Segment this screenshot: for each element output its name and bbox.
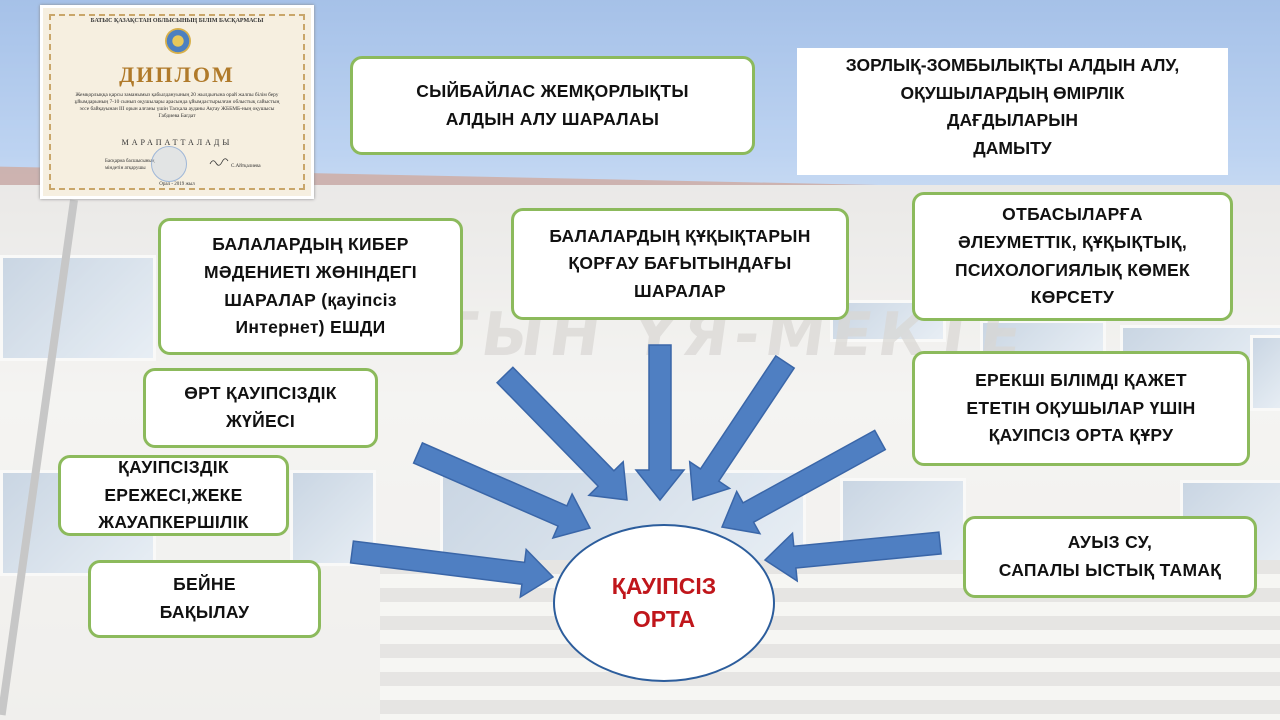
center-safe-environment: ҚАУІПСІЗ ОРТА: [553, 524, 775, 682]
diploma-seal-icon: [151, 146, 187, 182]
diploma-border: [49, 14, 305, 190]
box-video-surveillance: БЕЙНЕ БАҚЫЛАУ: [88, 560, 321, 638]
diploma-honor: МАРАПАТТАЛАДЫ: [121, 138, 233, 147]
box-children-rights: БАЛАЛАРДЫҢ ҚҰҚЫҚТАРЫН ҚОРҒАУ БАҒЫТЫНДАҒЫ…: [511, 208, 849, 320]
diploma-signature-icon: [209, 158, 229, 166]
diploma-signer-right: С.Айтқалиева: [231, 164, 261, 169]
box-corruption-prevention: СЫЙБАЙЛАС ЖЕМҚОРЛЫҚТЫ АЛДЫН АЛУ ШАРАЛАЫ: [350, 56, 755, 155]
box-special-needs: ЕРЕКШІ БІЛІМДІ ҚАЖЕТ ЕТЕТІН ОҚУШЫЛАР ҮШІ…: [912, 351, 1250, 466]
diploma-date: Орал - 2019 жыл: [159, 182, 195, 187]
box-cyber-culture: БАЛАЛАРДЫҢ КИБЕР МӘДЕНИЕТІ ЖӨНІНДЕГІ ШАР…: [158, 218, 463, 355]
diploma-org: БАТЫС ҚАЗАҚСТАН ОБЛЫСЫНЫҢ БІЛІМ БАСҚАРМА…: [90, 18, 264, 24]
box-safety-rules: ҚАУІПСІЗДІК ЕРЕЖЕСІ,ЖЕКЕ ЖАУАПКЕРШІЛІК: [58, 455, 289, 536]
diploma-emblem-icon: [165, 28, 191, 54]
box-violence-prevention: ЗОРЛЫҚ-ЗОМБЫЛЫҚТЫ АЛДЫН АЛУ, ОҚУШЫЛАРДЫҢ…: [797, 48, 1228, 175]
diploma-text: Жемқорлыққа қарсы заманымыз қабылдануыны…: [74, 92, 280, 119]
building-window: [0, 255, 156, 361]
diploma-signer-left: Басқарма басшысының міндетін атқарушы: [105, 159, 155, 171]
box-water-food: АУЫЗ СУ, САПАЛЫ ЫСТЫҚ ТАМАҚ: [963, 516, 1257, 598]
diploma-image: БАТЫС ҚАЗАҚСТАН ОБЛЫСЫНЫҢ БІЛІМ БАСҚАРМА…: [40, 5, 314, 199]
box-fire-safety: ӨРТ ҚАУІПСІЗДІК ЖҮЙЕСІ: [143, 368, 378, 448]
diploma-title: ДИПЛОМ: [119, 62, 235, 87]
box-family-support: ОТБАСЫЛАРҒА ӘЛЕУМЕТТІК, ҚҰҚЫҚТЫҚ, ПСИХОЛ…: [912, 192, 1233, 321]
building-window: [1250, 335, 1280, 411]
